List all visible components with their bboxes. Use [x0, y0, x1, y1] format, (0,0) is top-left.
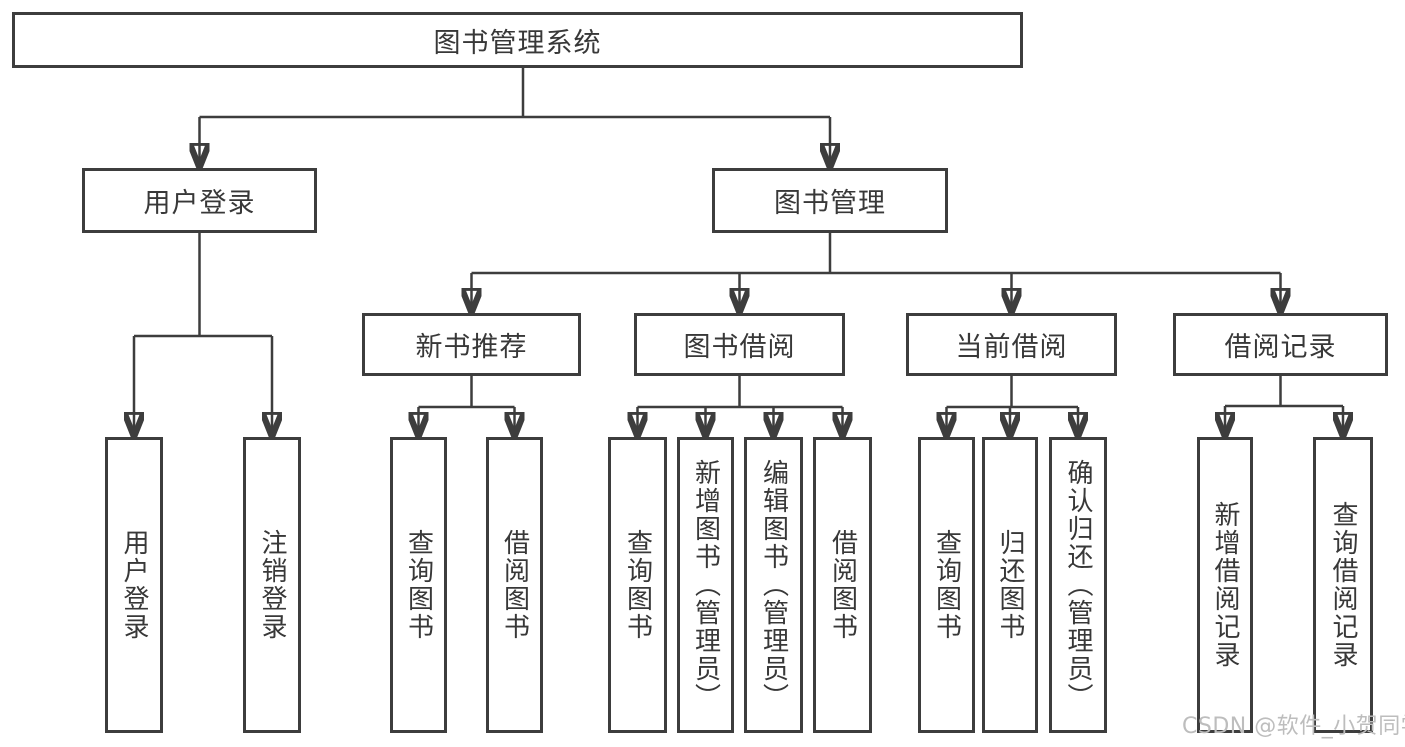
node-label: 查询借阅记录: [1328, 501, 1358, 669]
leaf-confirm-return-admin: 确认归还（管理员）: [1049, 437, 1107, 733]
leaf-logout: 注销登录: [243, 437, 301, 733]
node-new-book-recommend: 新书推荐: [362, 313, 581, 376]
node-label: 借阅图书: [827, 529, 858, 641]
node-borrow-records: 借阅记录: [1173, 313, 1388, 376]
node-label: 用户登录: [143, 188, 256, 219]
node-book-management: 图书管理: [712, 168, 948, 233]
node-label: 查询图书: [931, 529, 962, 641]
node-label: 图书借阅: [683, 332, 796, 363]
node-label: 查询图书: [622, 529, 653, 641]
node-user-login: 用户登录: [82, 168, 317, 233]
node-label: 归还图书: [995, 529, 1025, 641]
node-label: 图书管理系统: [433, 27, 602, 59]
leaf-query-books-1: 查询图书: [390, 437, 447, 733]
leaf-query-books-2: 查询图书: [608, 437, 667, 733]
leaf-user-login: 用户登录: [105, 437, 163, 733]
node-label: 当前借阅: [955, 332, 1068, 363]
leaf-edit-book-admin: 编辑图书（管理员）: [744, 437, 803, 733]
connector-current-borrow-to-leaves: [947, 376, 1079, 435]
node-label: 注销登录: [257, 529, 287, 641]
node-library-management-system: 图书管理系统: [12, 12, 1023, 68]
leaf-query-books-3: 查询图书: [918, 437, 975, 733]
connector-book-mgmt-to-level3: [472, 233, 1281, 311]
leaf-return-book: 归还图书: [982, 437, 1038, 733]
node-label: 新书推荐: [415, 332, 528, 363]
connector-new-book-rec-to-leaves: [419, 376, 515, 435]
node-label: 编辑图书（管理员）: [758, 459, 789, 711]
node-book-borrowing: 图书借阅: [634, 313, 845, 376]
node-label: 借阅记录: [1224, 332, 1337, 363]
node-label: 用户登录: [119, 529, 149, 641]
node-label: 新增借阅记录: [1210, 501, 1240, 669]
leaf-query-borrow-record: 查询借阅记录: [1313, 437, 1373, 733]
connector-root-to-level2: [200, 68, 831, 166]
node-label: 查询图书: [403, 529, 434, 641]
node-label: 借阅图书: [499, 529, 530, 641]
leaf-borrow-books-1: 借阅图书: [486, 437, 543, 733]
leaf-borrow-books-2: 借阅图书: [813, 437, 872, 733]
node-label: 图书管理: [774, 188, 886, 219]
node-current-borrowing: 当前借阅: [906, 313, 1117, 376]
leaf-add-book-admin: 新增图书（管理员）: [677, 437, 734, 733]
node-label: 新增图书（管理员）: [690, 459, 721, 711]
node-label: 确认归还（管理员）: [1063, 459, 1093, 711]
csdn-watermark: CSDN @软件_小贺同学: [1182, 714, 1405, 739]
connector-borrow-records-to-leaves: [1225, 376, 1343, 435]
connector-book-borrow-to-leaves: [638, 376, 843, 435]
connector-user-login-to-leaves: [134, 233, 272, 435]
leaf-add-borrow-record: 新增借阅记录: [1197, 437, 1253, 733]
